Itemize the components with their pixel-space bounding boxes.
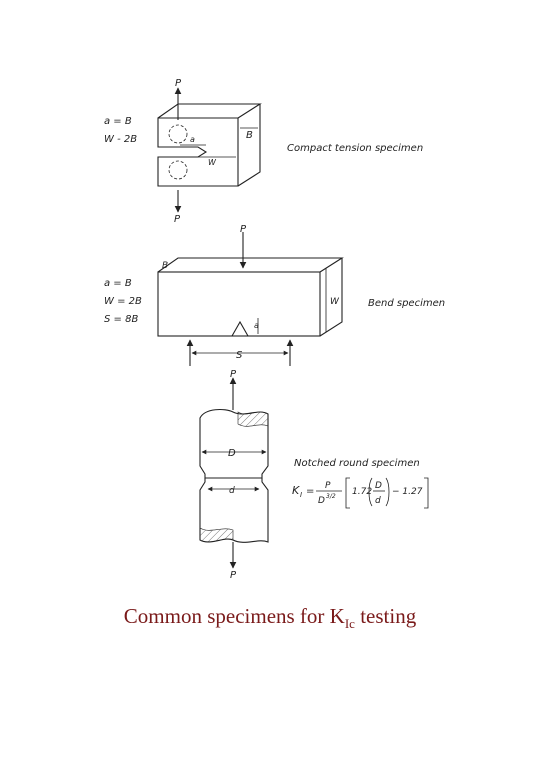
round-lower-section	[199, 527, 234, 543]
formula-coef: 1.72	[352, 487, 372, 497]
formula-den-exp: 3/2	[326, 493, 336, 500]
bend-eq-s: S = 8B	[104, 314, 138, 325]
bend-eq-w: W = 2B	[104, 296, 142, 307]
ct-load-top-label: P	[175, 78, 182, 89]
ct-load-bottom-label: P	[174, 214, 181, 225]
bend-specimen-body	[157, 271, 321, 337]
ct-dim-a: a	[190, 135, 195, 144]
bend-dim-w: W	[330, 297, 340, 307]
ct-eq-w: W - 2B	[104, 134, 137, 145]
bend-dim-s: S	[236, 350, 243, 361]
caption-main: Common specimens for K	[123, 604, 345, 628]
ct-label: Compact tension specimen	[287, 143, 423, 154]
round-label: Notched round specimen	[294, 458, 420, 469]
formula-den: D	[318, 496, 325, 506]
ct-specimen-body	[157, 117, 239, 187]
formula-k-sub: I	[300, 491, 302, 499]
ct-side-face	[237, 104, 261, 187]
round-formula: K I = P D 3/2 1.72 D d − 1.27	[292, 477, 429, 509]
ct-top-face	[157, 103, 262, 119]
formula-bracket-right	[424, 477, 429, 509]
notched-round-specimen: P P D d Notched round specimen K I = P D…	[199, 369, 429, 581]
bend-label: Bend specimen	[368, 298, 445, 309]
round-load-top-label: P	[230, 369, 237, 380]
bend-dim-b: B	[162, 261, 168, 271]
ct-eq-a: a = B	[104, 116, 132, 127]
round-load-bottom-label: P	[230, 570, 237, 581]
formula-eq: =	[306, 486, 314, 497]
round-dim-small-d: d	[229, 486, 235, 496]
ct-pin-hole-top	[168, 124, 188, 144]
round-upper-section	[237, 411, 269, 427]
bend-side-face	[319, 258, 343, 337]
bend-specimen: P B W a S a = B W = 2B S = 8B Bend speci…	[104, 224, 445, 366]
bend-eq-a: a = B	[104, 278, 132, 289]
formula-frac-den: d	[375, 496, 381, 506]
formula-paren-left	[368, 477, 373, 507]
bend-dim-a: a	[254, 321, 259, 330]
formula-tail: − 1.27	[392, 487, 423, 497]
caption-sub: Ic	[344, 616, 355, 632]
formula-paren-right	[385, 477, 390, 507]
bend-top-face	[157, 257, 344, 273]
formula-bracket-left	[345, 477, 350, 509]
formula-frac-num: D	[375, 481, 382, 491]
formula-num: P	[325, 481, 331, 491]
ct-dim-b: B	[246, 130, 253, 141]
caption-tail: testing	[354, 604, 417, 628]
round-dim-d: D	[228, 448, 236, 459]
compact-tension-specimen: P P a W B a = B W - 2B Compact tension s…	[104, 78, 423, 225]
bend-load-label: P	[240, 224, 247, 235]
ct-pin-hole-bottom	[168, 160, 188, 180]
ct-dim-w: W	[208, 158, 217, 167]
bend-notch	[231, 320, 249, 337]
formula-k: K	[292, 484, 300, 497]
figure-caption: Common specimens for KIc testing	[0, 604, 540, 632]
